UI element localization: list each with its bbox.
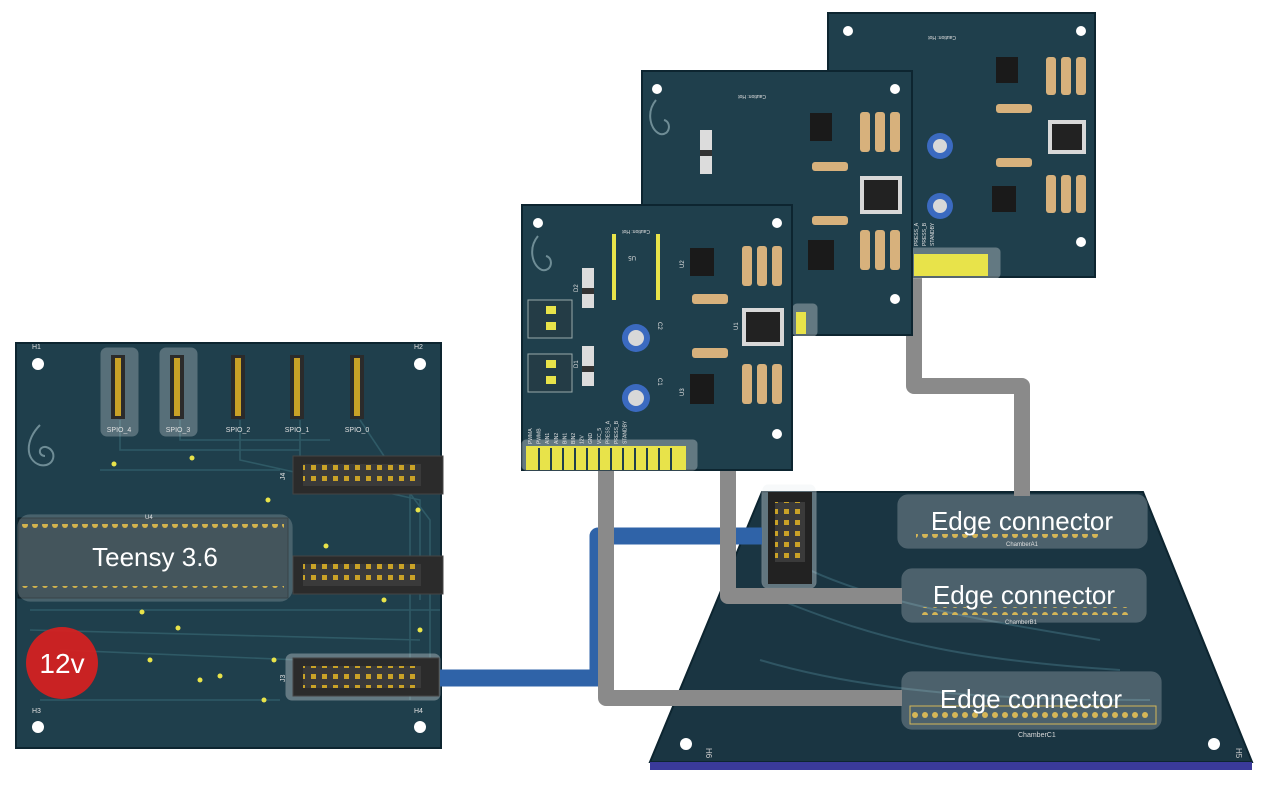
mount-hole-h4 xyxy=(414,721,426,733)
hole-label-h2: H2 xyxy=(414,344,423,351)
hole-label-h1: H1 xyxy=(32,344,41,351)
pin-label-front-9: PRESS_A xyxy=(605,420,611,444)
pin-label-back-2: STANDBY xyxy=(930,222,936,246)
hole-label-h4: H4 xyxy=(414,708,423,715)
ic-u3 xyxy=(690,374,714,404)
pin-label-front-7: GND xyxy=(588,433,594,445)
caution-label-back: Caution: Hot xyxy=(928,34,956,40)
mount-hole-h6 xyxy=(680,738,692,750)
connector-ref-j4: J4 xyxy=(280,473,287,481)
edge-connector-label-c: Edge connector xyxy=(940,684,1122,714)
ref-u2: U2 xyxy=(680,260,686,268)
teensy-label: Teensy 3.6 xyxy=(92,542,218,572)
hole-label-h5: H5 xyxy=(1234,748,1243,759)
main-board: H1 H2 H3 H4 SPIO_4 SPIO_3 SPIO_2 SPIO_1 … xyxy=(16,343,443,748)
terminal-block-top xyxy=(528,300,572,338)
edge-connector-label-a: Edge connector xyxy=(931,506,1113,536)
hole-label-h6: H6 xyxy=(704,748,713,759)
spi-header-label-1: SPIO_1 xyxy=(285,427,310,434)
connector-ref-j3: J3 xyxy=(280,675,287,683)
pin-label-front-0: PWMA xyxy=(528,428,534,444)
driver-boards: Caution: Hot PRESS_A PRESS_B STANDBY Cau… xyxy=(522,13,1095,470)
terminal-block-bottom xyxy=(528,354,572,392)
pin-label-front-4: BIN1 xyxy=(562,433,568,444)
ref-d1: D1 xyxy=(574,360,580,368)
ic-u2 xyxy=(690,248,714,276)
spi-header-label-3: SPIO_3 xyxy=(166,427,191,434)
pin-label-back-1: PRESS_B xyxy=(922,222,928,246)
power-label: 12v xyxy=(39,648,84,679)
pin-label-front-3: AIN2 xyxy=(554,433,560,444)
edge-connector-label-b: Edge connector xyxy=(933,580,1115,610)
pin-label-front-1: PWMB xyxy=(537,428,543,444)
mount-hole-h3 xyxy=(32,721,44,733)
pin-label-front-11: STANDBY xyxy=(623,420,629,444)
spi-header-label-4: SPIO_4 xyxy=(107,427,132,434)
ref-d2: D2 xyxy=(574,284,580,292)
chamber-ref-c1: ChamberC1 xyxy=(1018,732,1056,739)
pin-label-back-0: PRESS_A xyxy=(914,222,920,246)
spi-header-label-2: SPIO_2 xyxy=(226,427,251,434)
gray-cable-back xyxy=(914,278,1022,496)
mount-hole-h5 xyxy=(1208,738,1220,750)
caution-label-front: Caution: Hot xyxy=(622,228,650,234)
pin-label-front-8: VCC_5 xyxy=(597,428,603,444)
ref-c2: C2 xyxy=(656,322,662,330)
mount-hole-h2 xyxy=(414,358,426,370)
pin-label-front-5: BIN2 xyxy=(571,433,577,444)
base-board: H6 H5 ChamberA1 ChamberB1 ChamberC1 Edge… xyxy=(650,484,1252,770)
driver-board-front: Caution: Hot U5 U2 U3 U1 C1 C2 D1 D2 PWM… xyxy=(522,205,792,470)
spi-header-label-0: SPIO_0 xyxy=(345,427,370,434)
mount-hole-h1 xyxy=(32,358,44,370)
pin-label-front-6: 12V xyxy=(580,434,586,444)
ref-u5: U5 xyxy=(628,254,636,260)
pin-label-front-10: PRESS_B xyxy=(614,420,620,444)
ref-c1: C1 xyxy=(656,378,662,386)
caution-label-middle: Caution: Hot xyxy=(738,93,766,99)
ref-u3: U3 xyxy=(680,388,686,396)
ref-u1: U1 xyxy=(734,322,740,330)
hole-label-h3: H3 xyxy=(32,708,41,715)
pin-label-front-2: AIN1 xyxy=(545,433,551,444)
